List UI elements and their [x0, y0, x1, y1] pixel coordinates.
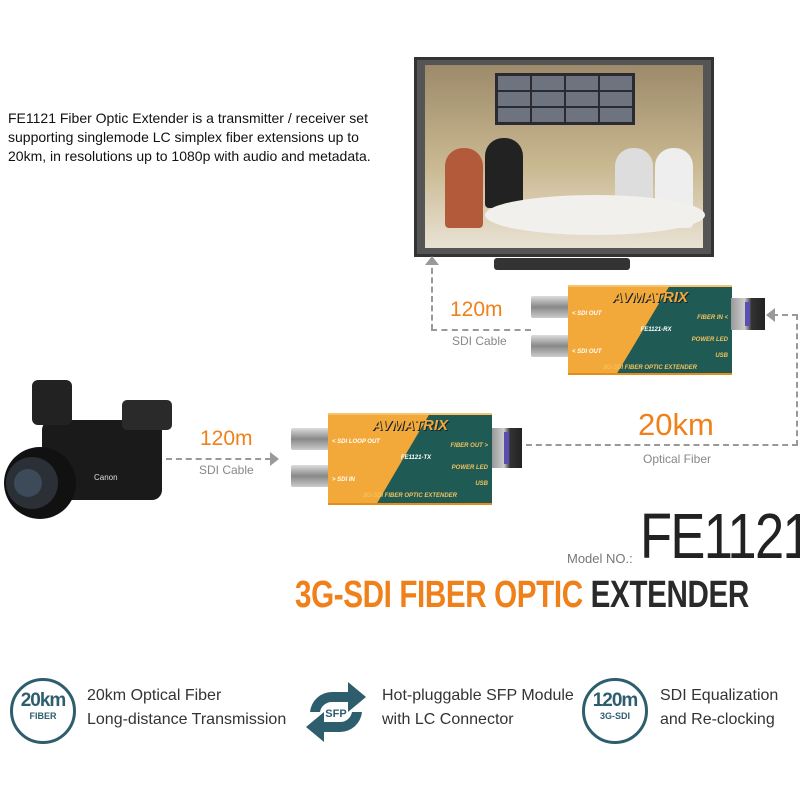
brand-logo: AVMATRIX — [371, 417, 449, 434]
feature-2: Hot-pluggable SFP Module with LC Connect… — [382, 684, 574, 732]
sfp-module — [731, 298, 765, 330]
model-number: FE1121 — [640, 500, 800, 572]
sfp-swap-icon: SFP — [306, 682, 366, 742]
port-label: FIBER OUT > — [450, 443, 488, 449]
badge-sub: 3G-SDI — [599, 711, 630, 721]
dashed-line — [431, 268, 433, 330]
tv-display-image — [414, 57, 714, 257]
camcorder-image: Canon — [4, 380, 172, 519]
arrow-left-icon — [766, 308, 775, 322]
badge-20km: 20km FIBER — [10, 678, 76, 744]
dashed-line — [431, 329, 531, 331]
headline-dark: EXTENDER — [590, 574, 750, 616]
model-label: FE1121-RX — [640, 327, 672, 333]
model-label: FE1121-TX — [400, 455, 432, 461]
port-label: > SDI IN — [332, 477, 355, 483]
badge-120m: 120m 3G-SDI — [582, 678, 648, 744]
feature-3: SDI Equalization and Re-clocking — [660, 684, 778, 732]
fiber-cable-label: Optical Fiber — [643, 452, 712, 466]
dashed-line — [166, 458, 271, 460]
bnc-connector — [291, 428, 329, 450]
headline: 3G-SDI FIBER OPTIC EXTENDER — [295, 574, 749, 616]
rx-distance: 120m — [450, 298, 503, 321]
model-label: Model NO.: — [567, 551, 633, 566]
arrow-up-icon — [425, 256, 439, 265]
feature-line: 20km Optical Fiber — [87, 687, 222, 704]
receiver-device: AVMATRIX < SDI OUT < SDI OUT FIBER IN < … — [568, 285, 732, 375]
bnc-connector — [531, 296, 569, 318]
feature-line: SDI Equalization — [660, 687, 779, 704]
feature-line: with LC Connector — [382, 711, 514, 728]
badge-sub: FIBER — [29, 711, 57, 721]
headline-orange: 3G-SDI FIBER OPTIC — [295, 574, 583, 616]
feature-line: Hot-pluggable SFP Module — [382, 687, 574, 704]
port-label: < SDI OUT — [572, 349, 602, 355]
rx-cable-label: SDI Cable — [452, 334, 507, 348]
port-label: USB — [715, 353, 728, 359]
tv-stand — [494, 258, 630, 270]
transmitter-device: AVMATRIX < SDI LOOP OUT > SDI IN FIBER O… — [328, 413, 492, 505]
intro-text: FE1121 Fiber Optic Extender is a transmi… — [8, 110, 371, 164]
port-label: USB — [475, 481, 488, 487]
camera-brand: Canon — [94, 473, 118, 482]
sfp-module — [492, 428, 522, 468]
feature-line: Long-distance Transmission — [87, 711, 287, 728]
dashed-line — [772, 314, 798, 316]
port-label: < SDI LOOP OUT — [332, 439, 380, 445]
badge-text: SFP — [325, 708, 346, 720]
port-label: < SDI OUT — [572, 311, 602, 317]
port-label: POWER LED — [451, 465, 488, 471]
badge-text: 20km — [20, 690, 67, 711]
badge-text: 120m — [592, 690, 639, 711]
tx-cable-label: SDI Cable — [199, 463, 254, 477]
brand-logo: AVMATRIX — [611, 289, 689, 306]
arrow-right-icon — [270, 452, 279, 466]
tx-distance: 120m — [200, 427, 253, 450]
device-desc: 3G-SDI FIBER OPTIC EXTENDER — [362, 493, 457, 499]
bnc-connector — [531, 335, 569, 357]
dashed-line — [796, 314, 798, 446]
port-label: FIBER IN < — [697, 315, 728, 321]
dashed-line — [526, 444, 798, 446]
device-desc: 3G-SDI FIBER OPTIC EXTENDER — [602, 365, 697, 371]
feature-line: and Re-clocking — [660, 711, 775, 728]
feature-1: 20km Optical Fiber Long-distance Transmi… — [87, 684, 286, 732]
bnc-connector — [291, 465, 329, 487]
port-label: POWER LED — [691, 337, 728, 343]
fiber-distance: 20km — [638, 407, 714, 442]
